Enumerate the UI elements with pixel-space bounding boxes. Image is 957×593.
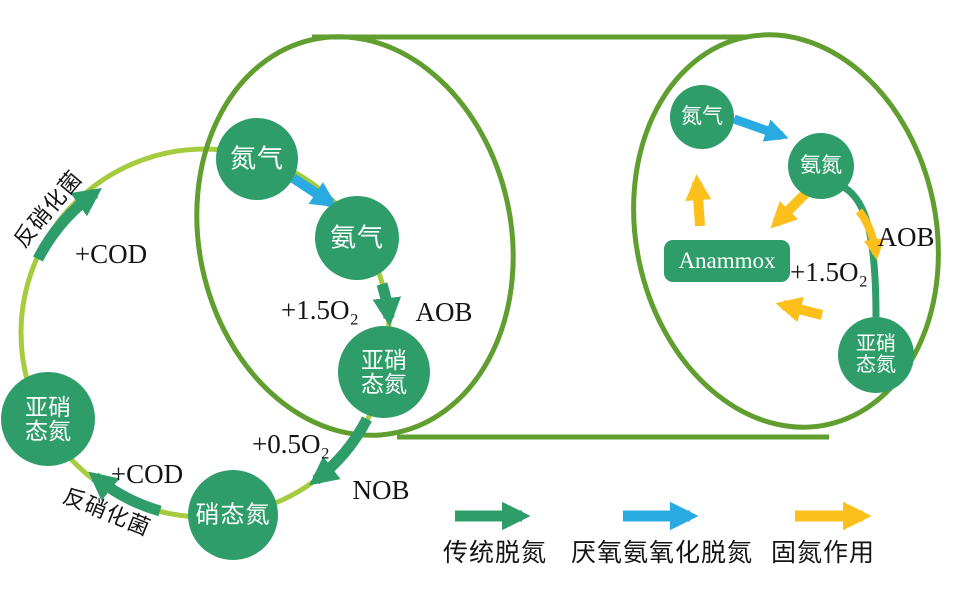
node-nitrite-left xyxy=(1,372,95,466)
node-n2-left xyxy=(216,118,298,200)
node-nh4-right xyxy=(788,133,854,199)
arrow-yellow-nitrite-to-anammox xyxy=(775,296,824,323)
node-label-line: 亚硝 xyxy=(856,333,896,355)
arc-nh4-to-nitrite-right xyxy=(840,182,880,318)
node-label-nh3-left: 氨气 xyxy=(329,222,385,253)
node-label-nitrite-mid-left: 亚硝 态氮 xyxy=(361,348,407,396)
node-anammox-box xyxy=(664,240,790,282)
node-label-nh4-right: 氨氮 xyxy=(800,153,842,177)
arrow-denitrify-to-n2 xyxy=(33,188,102,262)
node-label-line: 亚硝 xyxy=(361,346,407,373)
node-label-nitrite-right: 亚硝 态氮 xyxy=(856,334,896,376)
legend-label-fixation: 固氮作用 xyxy=(770,538,876,567)
label-o2-top-left: +1.5O₂ xyxy=(281,294,359,325)
node-nitrate-left xyxy=(188,470,278,560)
legend-label-anammox: 厌氧氨氧化脱氮 xyxy=(570,538,754,567)
node-label-n2-right: 氮气 xyxy=(681,104,723,128)
arrow-yellow-aob-right xyxy=(855,208,885,261)
arrow-blue-n2-to-nh4 xyxy=(732,114,789,142)
node-n2-right xyxy=(670,85,734,149)
arrow-nitrite-to-nitrate xyxy=(309,416,372,486)
node-nitrite-mid-left xyxy=(338,326,430,418)
label-cod-top: +COD xyxy=(74,238,148,269)
arrow-blue-n2-to-nh3 xyxy=(290,173,338,208)
node-label-line: 态氮 xyxy=(25,418,71,444)
arrow-nh3-to-nitrite xyxy=(372,282,402,327)
label-aob-right: AOB xyxy=(877,221,935,252)
node-label-line: 态氮 xyxy=(856,354,896,376)
node-label-n2-left: 氮气 xyxy=(229,143,285,174)
label-cod-bottom: +COD xyxy=(110,458,184,489)
label-nob: NOB xyxy=(352,474,410,505)
node-label-nitrite-left: 亚硝 态氮 xyxy=(25,395,71,443)
label-o2-right: +1.5O₂ xyxy=(790,256,868,287)
node-label-line: 亚硝 xyxy=(25,393,71,420)
arrow-yellow-anammox-to-n2 xyxy=(685,174,712,227)
node-nh3-left xyxy=(315,196,399,280)
node-nitrite-right xyxy=(838,317,914,393)
arrow-nitrate-to-nitrite xyxy=(88,471,162,517)
legend-label-traditional: 传统脱氮 xyxy=(442,538,548,567)
label-o2-bottom-left: +0.5O₂ xyxy=(252,428,330,459)
arrow-yellow-nh4-to-anammox xyxy=(770,189,810,229)
node-label-nitrate-left: 硝态氮 xyxy=(195,501,271,529)
label-aob-left: AOB xyxy=(415,296,473,327)
node-label-anammox: Anammox xyxy=(678,247,776,273)
node-label-line: 态氮 xyxy=(361,371,407,397)
